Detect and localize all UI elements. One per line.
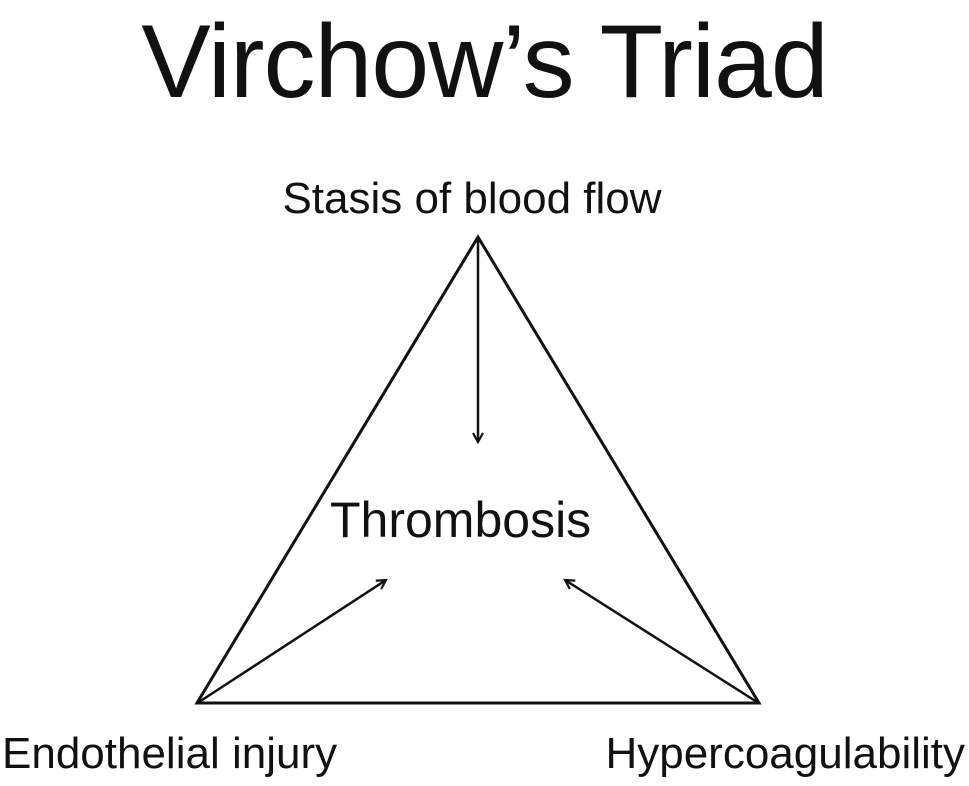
vertex-label-stasis: Stasis of blood flow (282, 174, 662, 223)
triad-triangle (194, 234, 762, 705)
center-label-thrombosis: Thrombosis (330, 492, 592, 548)
vertex-label-endothelial-injury: Endothelial injury (2, 729, 338, 778)
arrow-endothelial-to-thrombosis (198, 580, 386, 704)
vertex-label-hypercoagulability: Hypercoagulability (605, 729, 965, 778)
diagram-title: Virchow’s Triad (141, 4, 828, 120)
arrow-hypercoagulability-to-thrombosis (565, 580, 758, 704)
